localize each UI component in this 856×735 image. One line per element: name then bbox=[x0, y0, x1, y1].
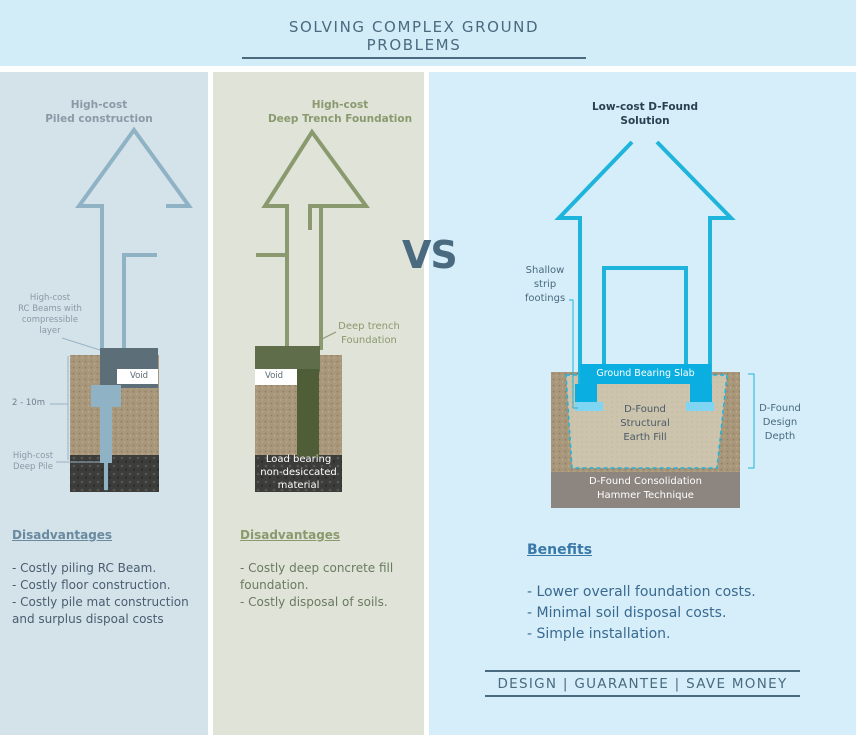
label-line: RC Beams with bbox=[18, 304, 82, 314]
piled-depth-label: 2 - 10m bbox=[12, 398, 45, 408]
piled-disadvantages-list: - Costly piling RC Beam. - Costly floor … bbox=[12, 560, 189, 628]
piled-beam bbox=[100, 348, 158, 388]
label-line: strip bbox=[533, 279, 557, 290]
label-line: footings bbox=[524, 293, 566, 304]
label-line: layer bbox=[39, 326, 61, 336]
piled-void bbox=[117, 369, 158, 384]
dfound-fill-label: D-Found Structural Earth Fill bbox=[600, 403, 690, 445]
list-item: - Costly pile mat construction bbox=[12, 595, 189, 609]
piled-house-icon bbox=[75, 126, 193, 350]
piled-disadvantages-title: Disadvantages bbox=[12, 528, 113, 542]
label-line: Earth Fill bbox=[623, 432, 667, 443]
banner-title: SOLVING COMPLEX GROUND PROBLEMS bbox=[242, 18, 586, 59]
list-item: and surplus dispoal costs bbox=[12, 612, 164, 626]
trench-load-bearing-label: Load bearing non-desiccated material bbox=[255, 453, 342, 492]
piled-caption-line: Piled construction bbox=[45, 113, 153, 125]
dfound-benefits-title: Benefits bbox=[527, 542, 593, 558]
trench-deep-label: Deep trench Foundation bbox=[334, 320, 404, 348]
trench-disadvantages-list: - Costly deep concrete fill foundation. … bbox=[240, 560, 393, 611]
list-item: - Costly piling RC Beam. bbox=[12, 561, 157, 575]
dfound-slab-label: Ground Bearing Slab bbox=[596, 368, 695, 379]
trench-foundation bbox=[255, 346, 320, 457]
label-line: Hammer Technique bbox=[597, 490, 694, 501]
label-line: Deep trench bbox=[338, 321, 400, 332]
dfound-caption-line: Low-cost D-Found bbox=[591, 101, 699, 113]
list-item: - Costly deep concrete fill bbox=[240, 561, 394, 575]
label-line: Deep Pile bbox=[13, 462, 53, 472]
label-line: Depth bbox=[764, 431, 796, 442]
dfound-shallow-label: Shallow strip footings bbox=[514, 264, 576, 306]
label-line: compressible bbox=[21, 315, 79, 325]
piled-leaders bbox=[50, 337, 101, 463]
dfound-caption-line: Solution bbox=[620, 115, 670, 127]
trench-leader bbox=[319, 331, 337, 341]
dfound-ground bbox=[551, 372, 740, 508]
dfound-benefits-list: - Lower overall foundation costs. - Mini… bbox=[527, 582, 756, 645]
trench-caption-line: High-cost bbox=[311, 99, 369, 111]
footer-tagline: DESIGN | GUARANTEE | SAVE MONEY bbox=[485, 670, 800, 697]
trench-house-icon bbox=[256, 128, 370, 350]
list-item: - Simple installation. bbox=[527, 626, 671, 642]
label-line: material bbox=[277, 480, 320, 491]
trench-disadvantages-title: Disadvantages bbox=[240, 528, 341, 542]
label-line: Design bbox=[762, 417, 798, 428]
trench-caption-line: Deep Trench Foundation bbox=[267, 113, 413, 125]
piled-caption: High-cost Piled construction bbox=[16, 98, 182, 126]
dfound-caption: Low-cost D-Found Solution bbox=[570, 100, 720, 128]
list-item: - Costly floor construction. bbox=[12, 578, 171, 592]
label-line: D-Found bbox=[759, 403, 801, 414]
list-item: - Lower overall foundation costs. bbox=[527, 584, 756, 600]
piled-deep-pile-label: High-cost Deep Pile bbox=[8, 451, 58, 473]
list-item: - Costly disposal of soils. bbox=[240, 595, 388, 609]
piled-rc-beams-label: High-cost RC Beams with compressible lay… bbox=[10, 293, 90, 337]
dfound-slab bbox=[575, 364, 714, 411]
piled-caption-line: High-cost bbox=[70, 99, 128, 111]
trench-caption: High-cost Deep Trench Foundation bbox=[250, 98, 430, 126]
dfound-house-icon bbox=[554, 140, 736, 410]
label-line: Foundation bbox=[341, 335, 397, 346]
label-line: High-cost bbox=[12, 451, 54, 461]
label-line: Shallow bbox=[525, 265, 565, 276]
dfound-leaders bbox=[569, 299, 755, 469]
trench-void bbox=[255, 369, 297, 385]
label-line: Structural bbox=[620, 418, 670, 429]
dfound-depth-label: D-Found Design Depth bbox=[752, 402, 808, 444]
label-line: Load bearing bbox=[265, 454, 332, 465]
label-line: D-Found bbox=[624, 404, 666, 415]
list-item: - Minimal soil disposal costs. bbox=[527, 605, 727, 621]
dfound-hammer-label: D-Found Consolidation Hammer Technique bbox=[551, 475, 740, 503]
list-item: foundation. bbox=[240, 578, 309, 592]
label-line: non-desiccated bbox=[260, 467, 337, 478]
label-line: High-cost bbox=[29, 293, 71, 303]
banner: SOLVING COMPLEX GROUND PROBLEMS bbox=[0, 0, 856, 66]
label-line: D-Found Consolidation bbox=[589, 476, 702, 487]
piled-pile bbox=[91, 385, 121, 490]
vs-label: VS bbox=[402, 233, 458, 277]
trench-void-label: Void bbox=[264, 371, 284, 381]
piled-void-label: Void bbox=[129, 371, 149, 381]
